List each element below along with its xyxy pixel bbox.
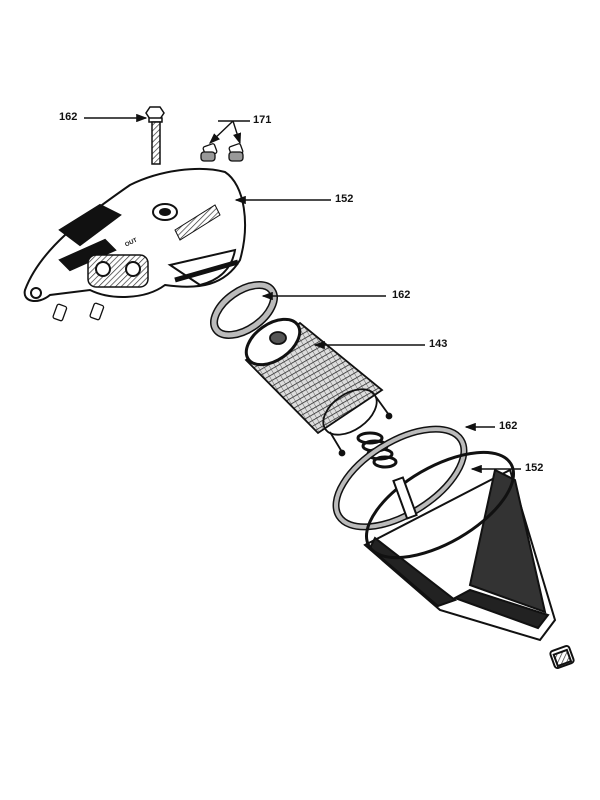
leader-lines xyxy=(84,113,521,474)
filter-bowl-part xyxy=(363,450,575,670)
callout-filter-element: 143 xyxy=(429,338,448,350)
callout-unions: 171 xyxy=(253,114,272,126)
callout-small-gasket: 162 xyxy=(392,289,411,301)
large-gasket-part xyxy=(332,425,468,531)
leader-line-unions-right xyxy=(232,120,242,145)
bolt-part xyxy=(145,106,165,165)
callout-filter-head: 152 xyxy=(335,193,354,205)
callout-bolt: 162 xyxy=(59,111,78,123)
callout-large-gasket: 162 xyxy=(499,420,518,432)
head-plugs-part xyxy=(52,302,105,322)
small-gasket-part xyxy=(210,281,278,339)
leader-line-unions-left xyxy=(208,120,234,144)
union-fittings-part xyxy=(200,143,244,162)
filter-element-part xyxy=(244,317,393,457)
filter-head-part xyxy=(23,167,246,302)
callout-filter-bowl: 152 xyxy=(525,462,544,474)
